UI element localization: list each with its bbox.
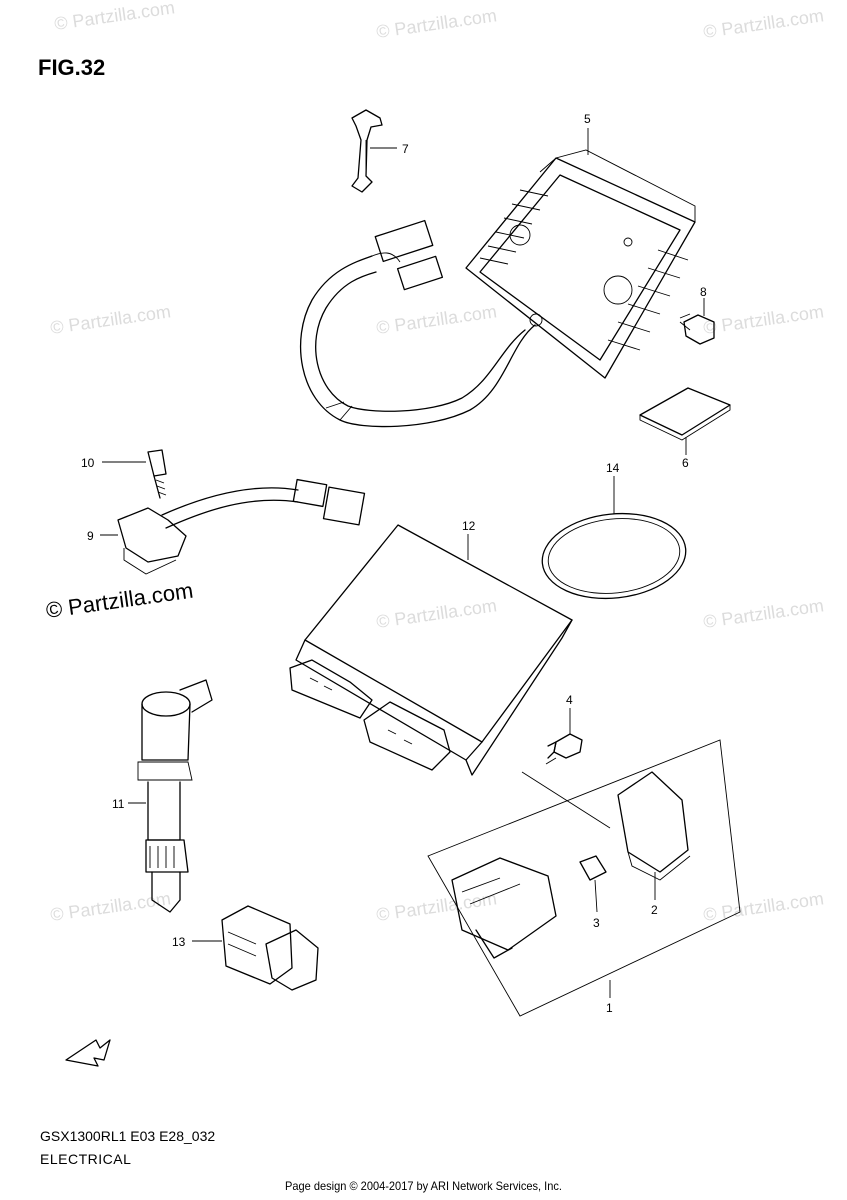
callout-10: 10 xyxy=(81,456,95,470)
callout-3: 3 xyxy=(593,916,600,930)
connector-part-13 xyxy=(192,905,319,991)
fwd-arrow-icon: FWD xyxy=(65,1039,111,1067)
bolt-part-8 xyxy=(679,298,715,345)
oring-part-14 xyxy=(541,476,687,600)
callout-9: 9 xyxy=(87,529,94,543)
callout-1: 1 xyxy=(606,1001,613,1015)
callout-labels: 7 5 8 6 10 9 14 12 4 11 2 3 1 13 xyxy=(81,112,707,1015)
callout-13: 13 xyxy=(172,935,186,949)
ecm-part-12 xyxy=(289,524,573,776)
regulator-part-5 xyxy=(465,128,696,379)
callout-11: 11 xyxy=(112,797,125,811)
callout-6: 6 xyxy=(682,456,689,470)
coil-part-11 xyxy=(128,679,213,913)
figure-title: FIG.32 xyxy=(38,55,106,80)
bolt-part-10 xyxy=(102,449,167,499)
model-code: GSX1300RL1 E03 E28_032 xyxy=(40,1128,216,1144)
callout-12: 12 xyxy=(462,519,476,533)
sensor-part-9 xyxy=(100,478,366,575)
relay-group xyxy=(427,739,741,1017)
callout-8: 8 xyxy=(700,285,707,299)
bolt-part-4 xyxy=(547,708,583,759)
section-name: ELECTRICAL xyxy=(40,1151,132,1167)
callout-2: 2 xyxy=(651,903,658,917)
cushion-part-6 xyxy=(639,387,731,455)
clamp-part-7 xyxy=(351,109,397,193)
footer-credit: Page design © 2004-2017 by ARI Network S… xyxy=(285,1179,562,1193)
fwd-label: FWD xyxy=(80,1044,97,1058)
wiring-harness xyxy=(300,219,536,428)
callout-7: 7 xyxy=(402,142,409,156)
callout-14: 14 xyxy=(606,461,620,475)
callout-4: 4 xyxy=(566,693,573,707)
callout-5: 5 xyxy=(584,112,591,126)
